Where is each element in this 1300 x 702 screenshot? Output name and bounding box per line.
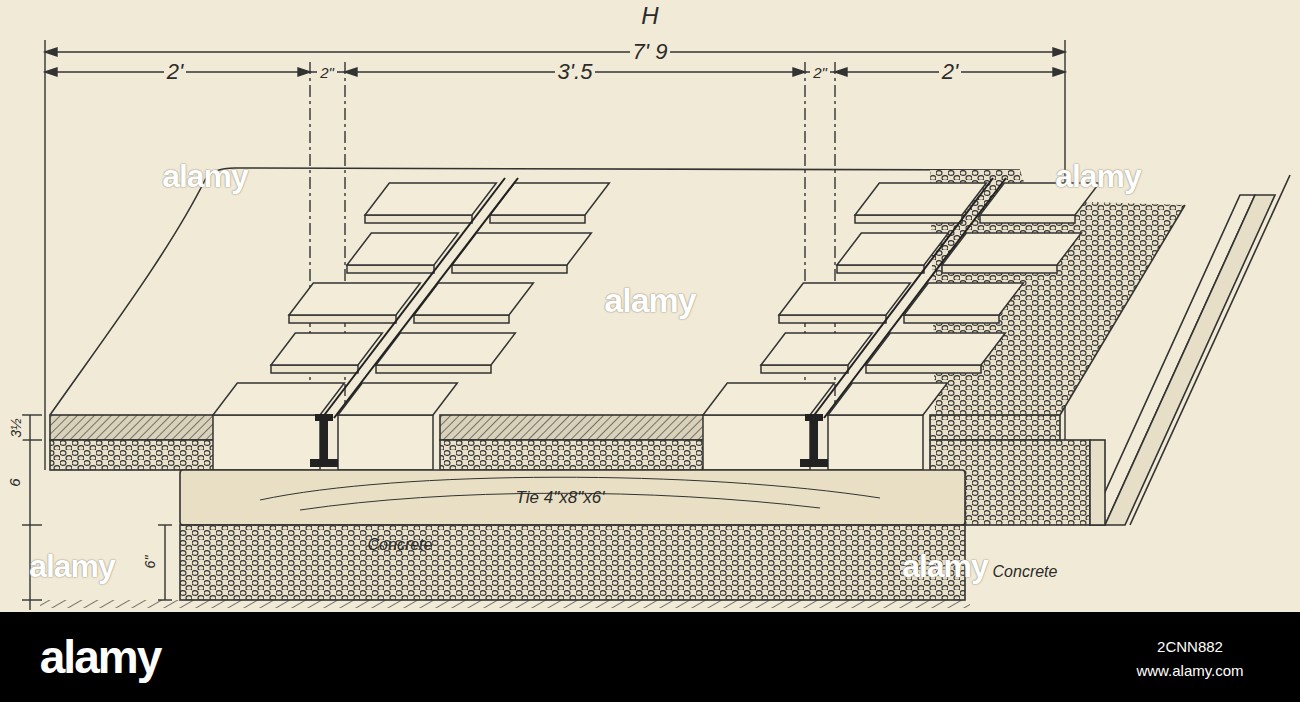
dimension: 7' 9 [630,41,671,63]
rails-part [812,178,993,418]
paving-block [271,365,358,373]
tie-and-concrete-part [180,525,965,600]
rails-part [322,178,505,418]
tie-and-concrete-part [40,600,970,608]
paving-block [490,215,585,223]
paving-block [904,315,999,323]
rails-part [334,178,518,418]
dimension-lines-part [45,51,1065,52]
pavement-slab-part [440,415,705,440]
tie-and-concrete-part [260,477,880,510]
paving-block [866,365,981,373]
paving-block [213,415,320,470]
dimension-lines-part [44,40,45,470]
tie-and-concrete-part [1105,195,1275,525]
dimension-lines-part [164,525,165,600]
rails-part [311,415,337,466]
pavement-slab-part [930,415,1060,440]
paving-block [942,265,1057,273]
paving-block [376,365,491,373]
dimension: 2' [939,61,961,83]
watermark: alamy [604,283,695,317]
dimension: 2' [164,61,186,83]
paving-block [414,283,533,315]
watermark: alamy [29,550,115,582]
paving-block [490,183,609,215]
dimension-lines-part [22,599,42,600]
dimension-lines-part [158,524,172,525]
watermark-logo: alamy [40,634,160,680]
paving-block [414,315,509,323]
paving-block [338,415,433,470]
paving-block [347,265,434,273]
pavement-slab-part [50,415,215,440]
dimension: 3½ [9,415,23,440]
pavement-slab [50,168,1185,525]
paving-block [703,383,834,415]
paving-blocks [213,183,1099,470]
tie-and-concrete-part [180,470,965,525]
watermark: alamy [902,550,988,582]
part-label: Concrete [990,564,1061,580]
paving-block [452,265,567,273]
tie-and-concrete [40,175,1290,608]
image-id: 2CNN882 [1157,639,1223,654]
paving-block [855,215,962,223]
paving-block [289,315,396,323]
part-label: Concrete [368,537,433,553]
dimension-lines [22,40,1065,610]
watermark: alamy [162,160,248,192]
paving-block [855,183,986,215]
watermark: alamy [1055,160,1141,192]
dimension-lines-part [22,414,42,415]
part-label: Tie 4"x8"x6' [516,489,605,506]
paving-block [213,383,344,415]
dimension: 2" [317,65,337,80]
paving-block [365,215,472,223]
dimension: 6 [7,475,22,489]
rails [311,178,1006,466]
paving-block [289,283,420,315]
pavement-slab-part [50,168,1020,415]
tie-and-concrete-part [1090,195,1255,525]
dimension: 6" [143,556,157,569]
dimension-lines-part [22,439,42,440]
dimension: 3'.5 [555,61,596,83]
watermark-bar [0,612,1300,702]
paving-block [942,233,1081,265]
paving-block [761,365,848,373]
paving-block [376,333,515,365]
section-letter: H [638,4,661,28]
paving-block [866,333,1005,365]
rails-part [824,178,1006,418]
rails-part [801,415,827,466]
pavement-slab-part [50,440,215,470]
paving-block [779,315,886,323]
dimension: 2" [810,65,830,80]
dimension-lines-part [22,524,42,525]
paving-block [703,415,810,470]
tie-and-concrete-part [1130,175,1290,525]
watermark-url: www.alamy.com [1136,663,1243,678]
paving-block [828,415,923,470]
paving-block [365,183,496,215]
tie-and-concrete-part [1090,440,1105,525]
paving-block [980,215,1075,223]
pavement-slab-part [440,440,705,470]
paving-block [779,283,910,315]
paving-block [837,265,924,273]
